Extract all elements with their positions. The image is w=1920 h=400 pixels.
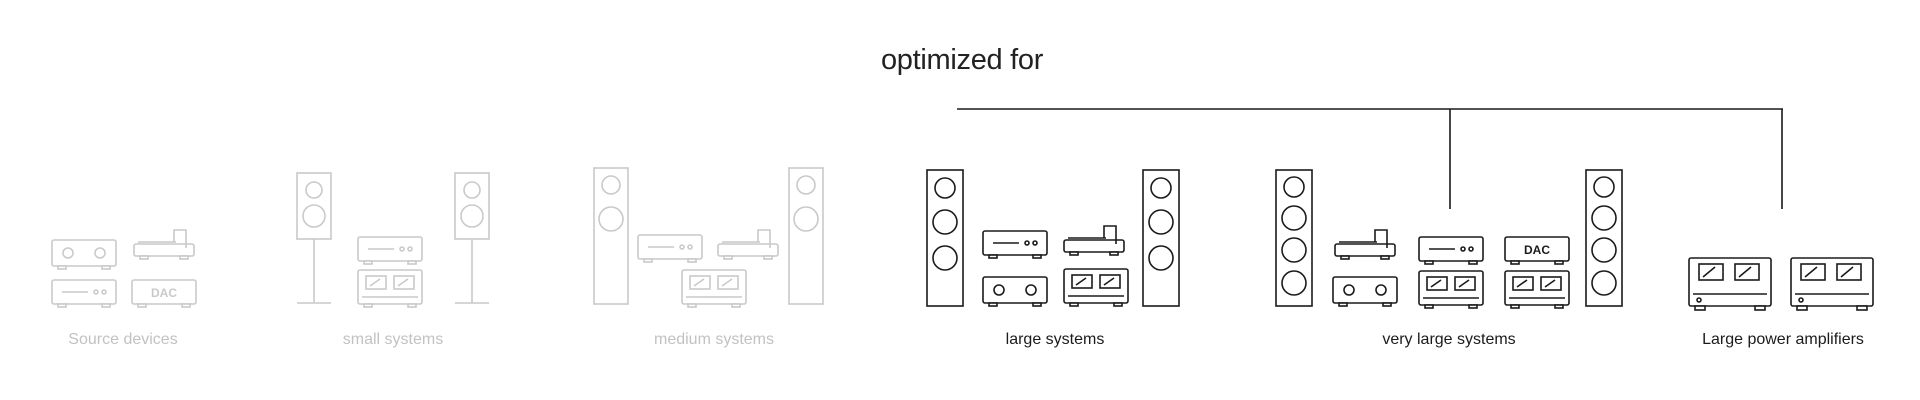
tower-speaker-left-icon [1275,169,1313,307]
power-amplifier-right-icon [1790,257,1874,311]
medium-systems-illustration [593,167,824,308]
tower-speaker-right-icon [1142,169,1180,307]
turntable-icon [1334,229,1396,260]
category-label-source-devices: Source devices [68,331,178,348]
page-title: optimized for [880,44,1044,76]
integrated-amp-icon [982,276,1048,307]
floorstanding-speaker-left-icon [593,167,629,305]
dac-icon: DAC [1504,236,1570,265]
preamp-icon [51,279,117,308]
power-amp-icon [1504,270,1570,309]
category-label-very-large-systems: very large systems [1382,331,1516,348]
very-large-systems-illustration: DAC [1275,169,1623,309]
preamp-icon [982,230,1048,259]
power-amp-icon [681,269,747,308]
highlight-bracket [957,108,1783,209]
svg-text:DAC: DAC [1524,243,1550,257]
integrated-amp-icon [51,239,117,270]
preamp-icon [1418,236,1484,265]
turntable-icon [133,229,195,260]
power-amp-icon [1063,268,1129,307]
power-amp-icon [357,269,423,308]
bookshelf-speaker-right-icon [454,172,490,304]
source-devices-illustration: DAC [51,229,197,308]
integrated-amp-icon [1332,276,1398,307]
bookshelf-speaker-left-icon [296,172,332,304]
large-power-amplifiers-illustration [1688,257,1874,311]
turntable-icon [1063,225,1125,256]
large-systems-illustration [926,169,1180,307]
preamp-icon [637,234,703,263]
category-label-large-systems: large systems [1005,331,1105,348]
category-label-large-power-amplifiers: Large power amplifiers [1702,331,1864,348]
power-amplifier-left-icon [1688,257,1772,311]
small-systems-illustration [296,172,490,308]
category-label-medium-systems: medium systems [653,331,775,348]
power-amp-icon [1418,270,1484,309]
category-label-small-systems: small systems [342,331,444,348]
dac-icon: DAC [131,279,197,308]
svg-text:DAC: DAC [151,286,177,300]
floorstanding-speaker-right-icon [788,167,824,305]
turntable-icon [717,229,779,260]
tower-speaker-left-icon [926,169,964,307]
preamp-icon [357,236,423,265]
tower-speaker-right-icon [1585,169,1623,307]
